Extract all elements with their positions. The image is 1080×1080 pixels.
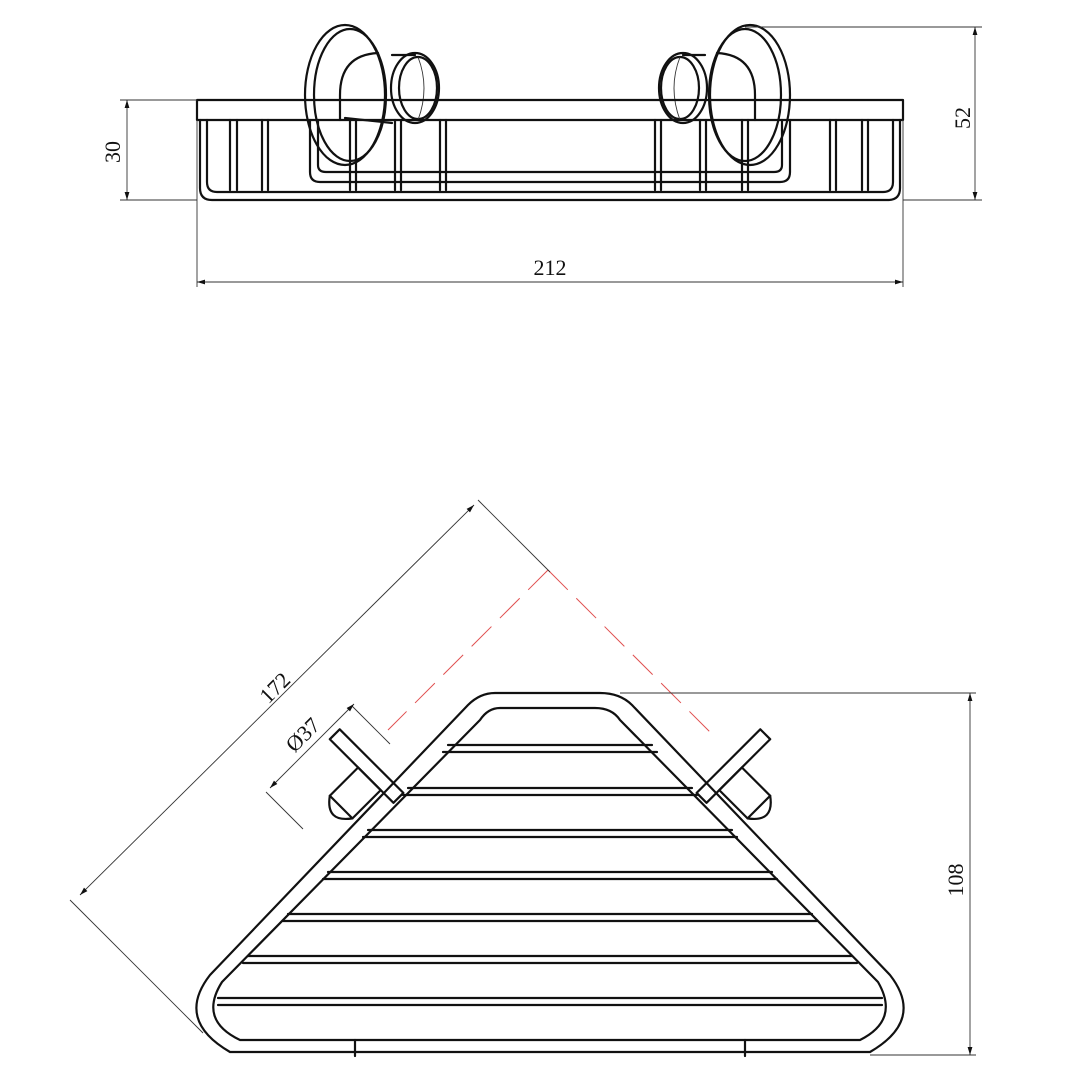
dimension-label-total-height: 52: [950, 107, 975, 129]
dimension-212: 212: [196, 120, 904, 287]
dimension-label-depth: 108: [943, 864, 968, 897]
dimension-label-diagonal: 172: [254, 667, 295, 708]
dimension-30: 30: [100, 99, 197, 201]
center-lines: [387, 569, 713, 735]
right-mount: [695, 728, 772, 821]
basket-slats: [216, 743, 884, 1007]
dimension-label-basket-height: 30: [100, 141, 125, 163]
left-mount: [328, 728, 405, 821]
dimension-52: 52: [745, 26, 982, 201]
dimension-diameter-37: Ø37: [265, 703, 391, 830]
side-view: 212 30 52: [100, 23, 982, 287]
dimension-label-width: 212: [534, 255, 567, 280]
dimension-108: 108: [620, 692, 976, 1056]
basket-inner-rim: [212, 706, 887, 1042]
basket-wires: [198, 118, 902, 202]
dimension-label-diameter: Ø37: [280, 712, 324, 756]
top-view: 172 Ø37 108: [69, 499, 976, 1058]
dimension-172: 172: [69, 499, 551, 1034]
top-rail: [195, 98, 905, 122]
left-wall-flange: [303, 23, 441, 167]
right-wall-flange: [657, 23, 792, 167]
